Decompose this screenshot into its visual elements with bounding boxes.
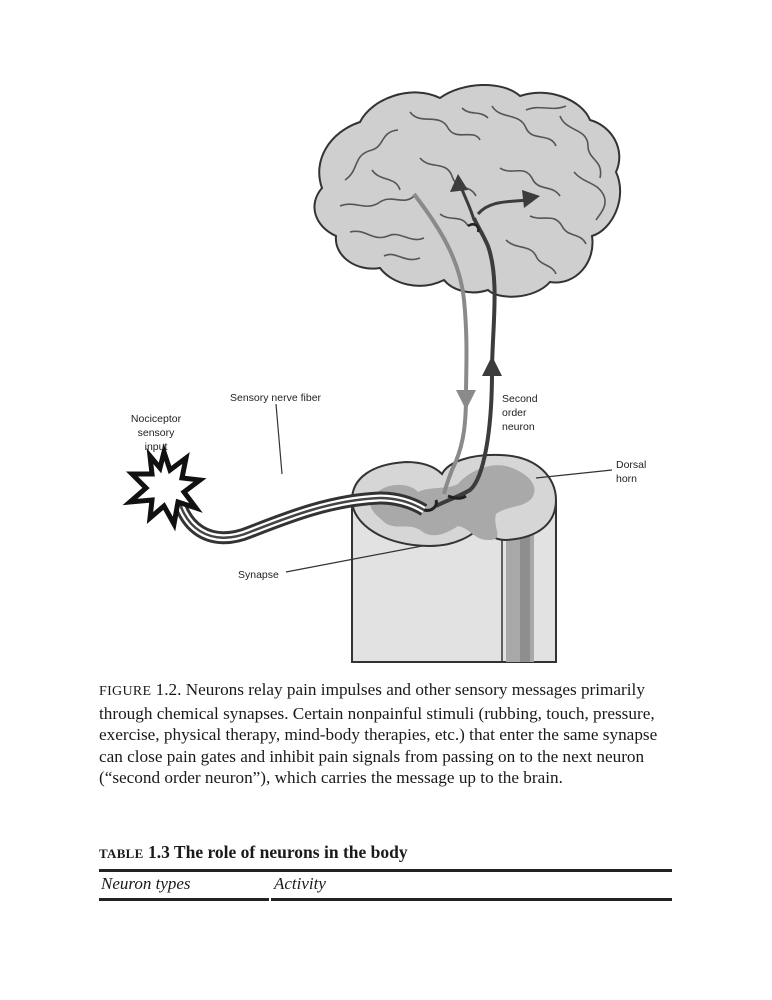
table-title-text: 1.3 The role of neurons in the body xyxy=(147,842,408,862)
figure-caption: FIGURE 1.2. Neurons relay pain impulses … xyxy=(99,679,669,789)
table-header-rule-right xyxy=(271,898,672,901)
nociceptor-burst-icon xyxy=(122,443,207,532)
second-order-neuron-pathway xyxy=(435,371,494,508)
label-second-order: Second xyxy=(502,393,538,405)
table-header-rule-left xyxy=(99,898,269,901)
table-label: TABLE xyxy=(99,846,144,861)
brain-illustration xyxy=(313,84,622,298)
label-synapse: Synapse xyxy=(238,569,279,581)
caption-text: Neurons relay pain impulses and other se… xyxy=(99,680,658,788)
table-top-rule xyxy=(99,869,672,872)
grey-matter xyxy=(370,465,535,540)
neuron-pain-pathway-figure: Nociceptor sensory input Sensory nerve f… xyxy=(122,84,646,663)
label-second-order-3: neuron xyxy=(502,421,535,433)
table-title: TABLE 1.3 The role of neurons in the bod… xyxy=(99,842,408,863)
neural-pathways xyxy=(169,174,540,545)
label-second-order-2: order xyxy=(502,407,527,419)
label-nociceptor: Nociceptor xyxy=(131,413,182,425)
label-nociceptor-2: sensory xyxy=(138,427,176,439)
column-header-activity: Activity xyxy=(274,874,326,893)
label-dorsal-horn-2: horn xyxy=(616,473,637,485)
column-header-neuron-types: Neuron types xyxy=(101,874,191,893)
caption-label: FIGURE xyxy=(99,684,152,699)
label-nociceptor-3: input xyxy=(145,441,168,453)
table-header-row: Neuron types Activity xyxy=(99,869,672,901)
leader-lines xyxy=(275,403,613,573)
caption-number: 1.2. xyxy=(155,680,182,699)
label-dorsal-horn: Dorsal xyxy=(616,459,646,471)
label-sensory-nerve-fiber: Sensory nerve fiber xyxy=(230,392,322,404)
descending-pathway xyxy=(412,192,469,495)
spinal-cord-illustration xyxy=(350,453,558,663)
